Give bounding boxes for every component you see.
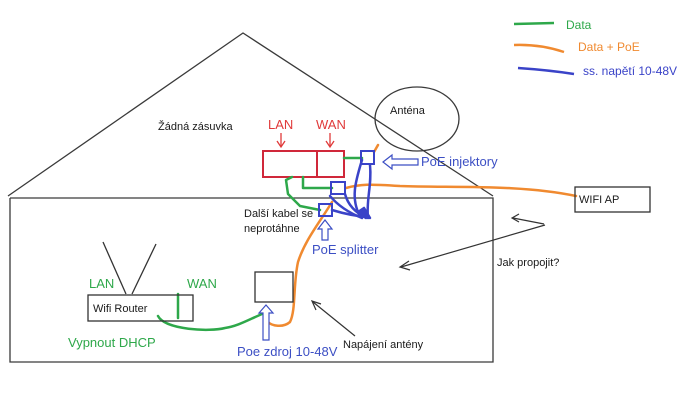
wan-top-label: WAN (316, 117, 346, 132)
poe-splitter-box (318, 203, 333, 217)
no-socket-label: Žádná zásuvka (158, 120, 233, 133)
poe-source-box (254, 271, 294, 303)
lan-box (262, 150, 318, 178)
antenna-power-arrow-head (310, 300, 322, 311)
extra-cable-label-1: Další kabel se (244, 208, 313, 220)
voltage-bundle (356, 206, 372, 220)
voltage-cables (328, 158, 372, 220)
poe-splitter-label: PoE splitter (312, 242, 379, 257)
wifi-router (87, 241, 194, 322)
poe-injectors-arrow-shape (382, 153, 419, 171)
wan-box (316, 150, 345, 178)
splitter-to-poe-source (266, 200, 334, 327)
wifi-router-box (87, 294, 194, 322)
poe-injectors-label: PoE injektory (421, 154, 498, 169)
extra-cable-label-2: neprotáhne (244, 223, 300, 235)
lan-top-label: LAN (268, 117, 293, 132)
legend-voltage-swatch (517, 66, 575, 76)
poe-splitter-arrow (316, 219, 334, 241)
roof (7, 32, 494, 197)
poe-source-label: Poe zdroj 10-48V (237, 344, 338, 359)
poe-injector-1 (360, 150, 375, 165)
lan-to-splitter (284, 175, 322, 212)
injector2-voltage-b (328, 194, 364, 220)
legend-data-poe-label: Data + PoE (578, 40, 640, 54)
data-poe-cables (266, 143, 578, 327)
lan-wan-box (262, 150, 345, 178)
poe-injector-2 (330, 181, 346, 195)
arrow-to-ap (512, 217, 545, 225)
router-to-poe-source (156, 312, 264, 332)
wan-arrow-head (325, 140, 335, 149)
legend: Data Data + PoE ss. napětí 10-48V (513, 18, 677, 78)
legend-data-label: Data (566, 18, 592, 32)
legend-data-poe-swatch (513, 43, 565, 54)
arrow-to-house (400, 224, 546, 268)
injector1-voltage-b (353, 158, 364, 218)
data-cables (156, 156, 364, 332)
antenna-power-arrow-line (312, 301, 356, 337)
poe-devices (318, 150, 375, 217)
poe-injectors-arrow (382, 153, 419, 171)
arrow-to-ap-head (510, 213, 520, 223)
router-lan-label: LAN (89, 276, 114, 291)
house-outline (7, 32, 494, 363)
router-antenna-left (102, 241, 127, 295)
lan-arrow-head (276, 140, 286, 149)
arrow-to-house-head (398, 260, 411, 271)
antenna-power-label: Napájení antény (343, 339, 424, 351)
poe-source-arrow (257, 304, 275, 341)
antenna-power-arrow (310, 300, 356, 337)
antenna-dish (374, 86, 460, 152)
antenna-label: Anténa (390, 105, 426, 117)
how-connect-arrows (398, 213, 546, 271)
disable-dhcp-label: Vypnout DHCP (68, 335, 156, 350)
how-connect-label: Jak propojit? (497, 257, 559, 269)
wifi-ap-label: WIFI AP (579, 194, 619, 206)
injector-to-wifi-ap (344, 183, 578, 198)
injector1-voltage (366, 163, 372, 220)
lan-to-injector (301, 175, 334, 190)
router-wan-label: WAN (187, 276, 217, 291)
legend-data-swatch (513, 21, 555, 26)
wifi-router-label: Wifi Router (93, 303, 148, 315)
router-antenna-right (131, 243, 157, 295)
wifi-ap-box (574, 186, 651, 213)
legend-voltage-label: ss. napětí 10-48V (583, 64, 677, 78)
lan-wan-arrows (276, 133, 335, 149)
